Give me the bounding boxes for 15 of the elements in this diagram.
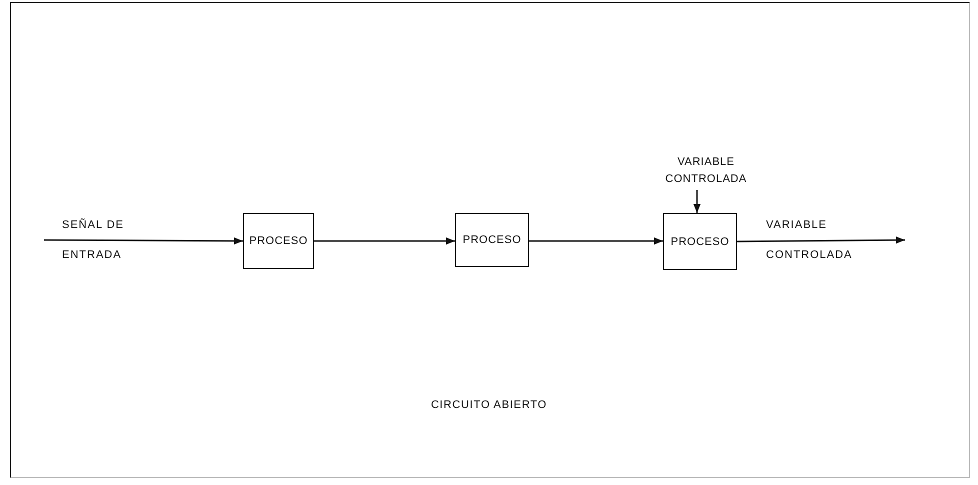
arrow bbox=[314, 237, 455, 245]
signal-label: VARIABLE CONTROLADA bbox=[664, 155, 748, 187]
arrow bbox=[44, 237, 243, 245]
edge-label: SEÑAL DE ENTRADA bbox=[62, 217, 126, 263]
process-label: PROCESO bbox=[670, 234, 730, 248]
process-label: PROCESO bbox=[249, 234, 308, 248]
process-box bbox=[455, 213, 529, 267]
process-box bbox=[663, 213, 737, 270]
arrow bbox=[693, 190, 701, 213]
arrow bbox=[737, 236, 905, 244]
edge-label: VARIABLE CONTROLADA bbox=[766, 218, 854, 263]
process-box bbox=[243, 213, 314, 269]
arrow bbox=[529, 237, 663, 245]
caption: CIRCUITO ABIERTO bbox=[430, 399, 548, 411]
process-label: PROCESO bbox=[462, 233, 522, 247]
